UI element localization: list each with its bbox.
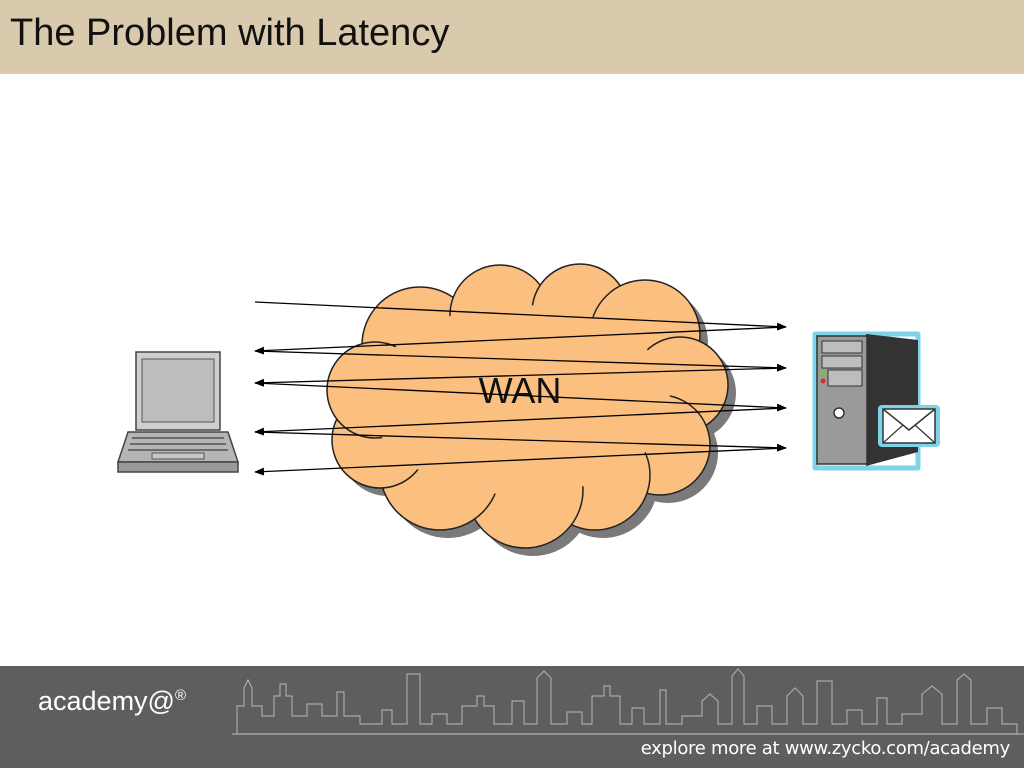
slide-title: The Problem with Latency xyxy=(10,12,450,54)
arrow-request-1 xyxy=(254,301,787,331)
arrow-response-1 xyxy=(254,326,787,355)
envelope-icon xyxy=(878,405,940,447)
arrow-request-4 xyxy=(254,431,787,452)
server-icon xyxy=(812,331,921,471)
title-bar: The Problem with Latency xyxy=(0,0,1024,74)
arrow-request-3 xyxy=(254,382,787,412)
laptop-icon xyxy=(116,351,240,473)
footer: academy@® explore more at www.zycko.com/… xyxy=(0,666,1024,768)
arrow-response-3 xyxy=(254,407,787,436)
footer-tagline: explore more at www.zycko.com/academy xyxy=(640,738,1011,759)
arrow-request-2 xyxy=(254,350,787,372)
arrow-response-4 xyxy=(254,447,787,476)
footer-brand: academy@® xyxy=(38,686,186,717)
arrow-response-2 xyxy=(254,367,787,387)
registered-mark: ® xyxy=(174,687,187,704)
latency-arrows xyxy=(254,301,787,476)
cloud-fill xyxy=(370,305,670,495)
city-skyline xyxy=(232,668,1024,735)
brand-name: academy@ xyxy=(38,686,175,716)
